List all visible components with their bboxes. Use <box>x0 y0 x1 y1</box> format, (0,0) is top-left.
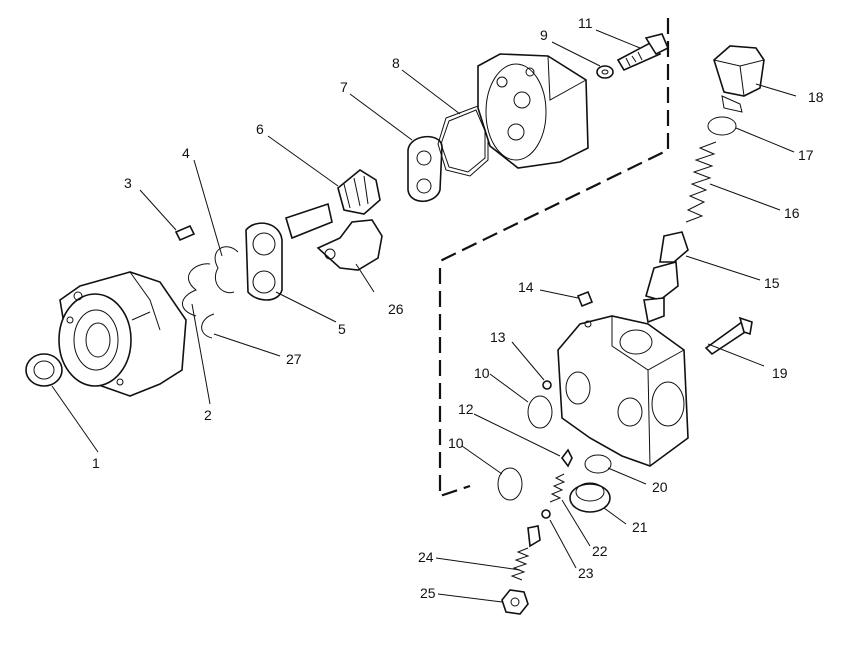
part-10-o-ring-lower <box>497 467 523 501</box>
callout-1: 1 <box>92 455 100 471</box>
callout-numbers: 1 2 3 4 5 6 7 8 9 10 10 11 12 13 14 15 1… <box>92 15 824 601</box>
assembly-boundary-upper <box>437 18 670 263</box>
callout-18: 18 <box>808 89 824 105</box>
part-9-washer <box>596 65 614 79</box>
callout-15: 15 <box>764 275 780 291</box>
callout-13: 13 <box>490 329 506 345</box>
callout-10a: 10 <box>474 365 490 381</box>
part-11-bolt <box>616 33 670 72</box>
callout-24: 24 <box>418 549 434 565</box>
callout-17: 17 <box>798 147 814 163</box>
part-15-relief-valve <box>643 231 689 324</box>
callout-5: 5 <box>338 321 346 337</box>
part-3-dowel-pin <box>174 224 196 242</box>
part-rear-cover <box>477 53 589 169</box>
part-24-adjusting-screw <box>510 525 541 581</box>
part-19-bolt <box>704 316 753 356</box>
part-17-o-ring <box>707 116 737 136</box>
callout-19: 19 <box>772 365 788 381</box>
part-1-seal <box>25 353 63 387</box>
callout-7: 7 <box>340 79 348 95</box>
part-5-bearing-plate <box>245 222 283 301</box>
part-front-housing <box>58 271 187 397</box>
part-20-disc <box>584 454 612 474</box>
callout-20: 20 <box>652 479 668 495</box>
part-2-wire-seal <box>182 263 211 317</box>
part-7-wear-plate <box>407 135 443 203</box>
callout-25: 25 <box>420 585 436 601</box>
callout-12: 12 <box>458 401 474 417</box>
part-valve-body <box>557 315 689 467</box>
part-23-ball <box>541 509 551 519</box>
part-12-poppet <box>561 448 573 468</box>
leader-lines <box>51 29 797 603</box>
callout-8: 8 <box>392 55 400 71</box>
callout-9: 9 <box>540 27 548 43</box>
part-13-plug <box>542 380 552 390</box>
callout-14: 14 <box>518 279 534 295</box>
callout-16: 16 <box>784 205 800 221</box>
callout-3: 3 <box>124 175 132 191</box>
callout-10b: 10 <box>448 435 464 451</box>
part-21-plug <box>569 482 611 513</box>
part-26-driven-gear <box>316 219 383 271</box>
callout-4: 4 <box>182 145 190 161</box>
part-4-wire-seal <box>214 246 239 294</box>
part-16-spring <box>685 141 717 223</box>
callout-27: 27 <box>286 351 302 367</box>
part-27-wire-seal <box>201 313 215 339</box>
part-18-cap-nut <box>713 45 765 113</box>
callout-22: 22 <box>592 543 608 559</box>
part-22-spring <box>549 473 566 503</box>
assembly-boundary-lower <box>438 268 471 498</box>
callout-23: 23 <box>578 565 594 581</box>
part-25-nut <box>501 589 529 615</box>
callout-11: 11 <box>578 15 593 31</box>
callout-26: 26 <box>388 301 404 317</box>
part-6-drive-gear <box>285 169 381 240</box>
part-14-plug <box>576 290 594 308</box>
callout-2: 2 <box>204 407 212 423</box>
callout-21: 21 <box>632 519 648 535</box>
callout-6: 6 <box>256 121 264 137</box>
part-10-o-ring-upper <box>527 395 553 429</box>
